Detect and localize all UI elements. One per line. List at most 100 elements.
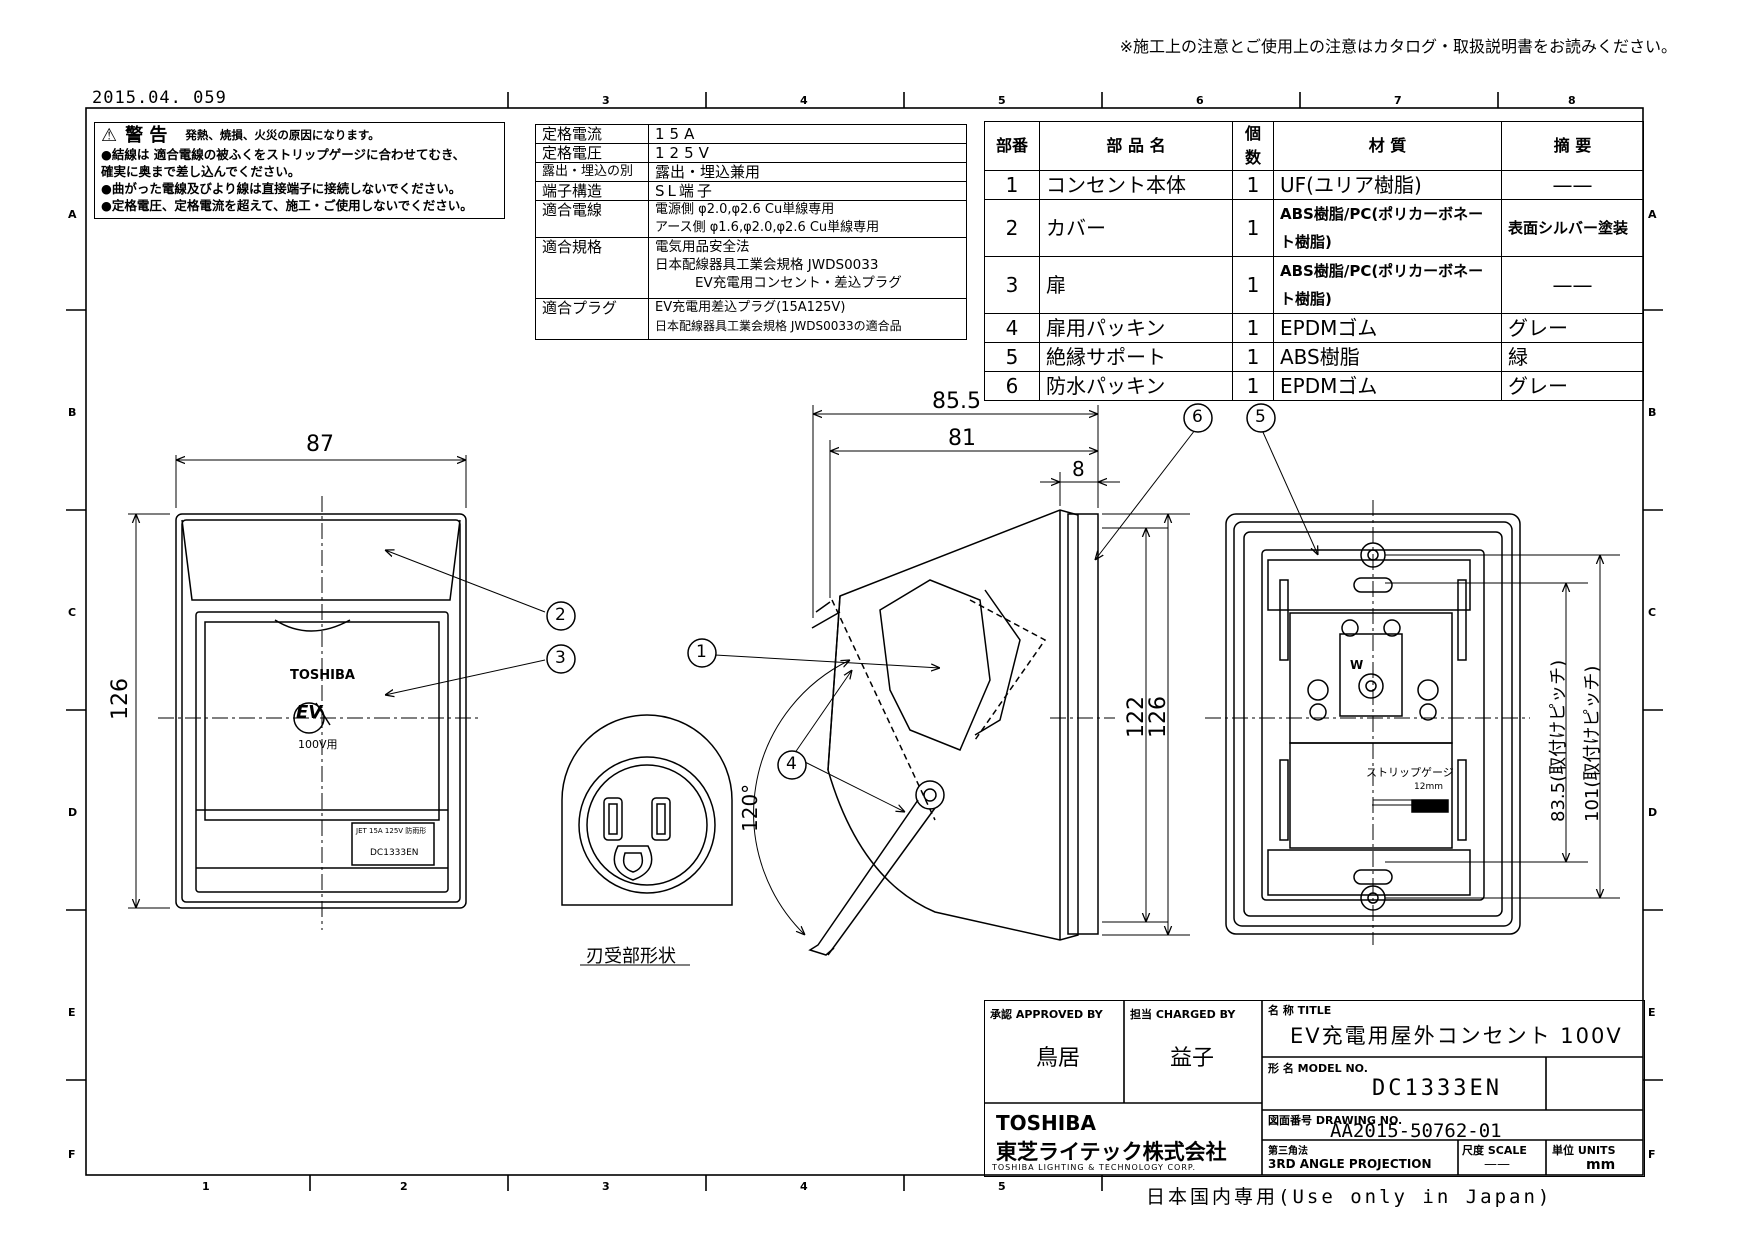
company-jp: 東芝ライテック株式会社 xyxy=(996,1140,1227,1164)
model-value: DC1333EN xyxy=(1372,1076,1502,1101)
spec-value: EV充電用差込プラグ(15A125V) xyxy=(655,300,846,315)
grid-col-4-bot: 4 xyxy=(800,1180,808,1193)
projection-value: 3RD ANGLE PROJECTION xyxy=(1268,1157,1432,1171)
spec-value: 日本配線器具工業会規格 JWDS0033の適合品 xyxy=(655,319,902,333)
grid-row-a-left: A xyxy=(68,208,77,221)
parts-header: 個数 xyxy=(1232,121,1274,171)
grid-row-b-left: B xyxy=(68,406,77,419)
grid-col-3-bot: 3 xyxy=(602,1180,610,1193)
warning-line: 確実に奥まで差し込んでください。 xyxy=(101,164,301,179)
spec-value: 露出・埋込兼用 xyxy=(648,162,967,182)
company-brand: TOSHIBA xyxy=(996,1111,1096,1135)
spec-label: 端子構造 xyxy=(535,181,649,201)
callout-number: 3 xyxy=(555,648,566,668)
grid-row-e-left: E xyxy=(68,1006,76,1019)
terminal-w-label: W xyxy=(1350,658,1364,672)
grid-col-3-top: 3 xyxy=(602,94,610,107)
title-value: EV充電用屋外コンセント 100V xyxy=(1290,1024,1623,1048)
grid-col-8-top: 8 xyxy=(1568,94,1576,107)
units-value: mm xyxy=(1586,1157,1616,1173)
warning-line: ●曲がった電線及びより線は直接端子に接続しないでください。 xyxy=(101,181,462,196)
front-view xyxy=(128,455,546,930)
callout-number: 6 xyxy=(1192,407,1203,427)
callout-number: 1 xyxy=(696,642,707,662)
dim-body-depth: 81 xyxy=(948,426,976,451)
scale-label: 尺度 SCALE xyxy=(1462,1144,1527,1157)
warning-box: ⚠ 警 告 発熱、焼損、火災の原因になります。 ●結線は 適合電線の被ふくをスト… xyxy=(94,122,505,219)
spec-label: 適合プラグ xyxy=(535,298,649,340)
grid-col-1-bot: 1 xyxy=(202,1180,210,1193)
warning-subtitle: 発熱、焼損、火災の原因になります。 xyxy=(185,128,380,142)
warning-line: ●結線は 適合電線の被ふくをストリップゲージに合わせてむき、 xyxy=(101,147,466,162)
receptacle-caption: 刃受部形状 xyxy=(586,946,676,967)
ev-logo-icon: EV xyxy=(296,702,323,723)
callout-1 xyxy=(687,638,717,668)
receptacle-view xyxy=(561,714,733,966)
spec-value: EV充電用コンセント・差込プラグ xyxy=(695,275,902,291)
callout-number: 2 xyxy=(555,605,566,625)
spec-value: 電気用品安全法 xyxy=(655,239,750,255)
front-brand: TOSHIBA xyxy=(290,668,355,683)
grid-row-b-right: B xyxy=(1648,406,1657,419)
spec-value: 日本配線器具工業会規格 JWDS0033 xyxy=(655,257,879,273)
front-model-label: DC1333EN xyxy=(370,848,419,858)
grid-row-e-right: E xyxy=(1648,1006,1656,1019)
drawing-no-label: 図面番号 DRAWING NO. xyxy=(1268,1114,1403,1127)
grid-col-5-bot: 5 xyxy=(998,1180,1006,1193)
company-en: TOSHIBA LIGHTING & TECHNOLOGY CORP. xyxy=(992,1163,1197,1172)
title-block xyxy=(984,1000,1645,1177)
scale-value: —— xyxy=(1484,1157,1510,1172)
grid-row-d-right: D xyxy=(1648,806,1658,819)
dim-total-depth: 85.5 xyxy=(932,389,981,414)
units-label: 単位 UNITS xyxy=(1552,1144,1616,1157)
grid-row-a-right: A xyxy=(1648,208,1657,221)
footer-note: 日本国内専用(Use only in Japan) xyxy=(1146,1186,1553,1208)
grid-col-2-bot: 2 xyxy=(400,1180,408,1193)
dim-width: 87 xyxy=(306,432,334,457)
callout-5 xyxy=(1246,403,1276,433)
callout-number: 5 xyxy=(1255,407,1266,427)
approved-label: 承認 APPROVED BY xyxy=(990,1008,1103,1021)
header-notice: ※施工上の注意とご使用上の注意はカタログ・取扱説明書をお読みください。 xyxy=(1119,37,1677,56)
grid-col-5-top: 5 xyxy=(998,94,1006,107)
grid-col-4-top: 4 xyxy=(800,94,808,107)
callout-3 xyxy=(546,644,576,674)
charged-name: 益子 xyxy=(1170,1046,1215,1071)
grid-row-d-left: D xyxy=(68,806,78,819)
dim-gap: 8 xyxy=(1072,457,1085,481)
grid-row-f-left: F xyxy=(68,1148,76,1161)
parts-header: 部 品 名 xyxy=(1039,121,1233,171)
projection-label: 第三角法 xyxy=(1268,1146,1308,1157)
spec-label: 露出・埋込の別 xyxy=(535,162,649,182)
parts-header: 部番 xyxy=(984,121,1040,171)
spec-label: 定格電圧 xyxy=(535,143,649,163)
callout-4 xyxy=(777,750,807,780)
callout-6 xyxy=(1183,403,1213,433)
warning-title: 警 告 xyxy=(125,125,168,146)
strip-gauge-label: ストリップゲージ xyxy=(1366,766,1454,779)
spec-value: アース側 φ1.6,φ2.0,φ2.6 Cu単線専用 xyxy=(655,220,880,235)
grid-row-f-right: F xyxy=(1648,1148,1656,1161)
callout-2 xyxy=(546,601,576,631)
title-label: 名 称 TITLE xyxy=(1268,1004,1332,1017)
drawing-no-value: AA2015-50762-01 xyxy=(1330,1120,1502,1142)
front-jet-label: JET 15A 125V 防雨形 xyxy=(356,827,427,835)
grid-row-c-right: C xyxy=(1648,606,1657,619)
grid-col-6-top: 6 xyxy=(1196,94,1204,107)
parts-header: 材 質 xyxy=(1273,121,1502,171)
side-view xyxy=(714,405,1196,956)
front-ev-label: 100V用 xyxy=(298,738,338,751)
model-label: 形 名 MODEL NO. xyxy=(1268,1062,1368,1075)
spec-value: 電源側 φ2.0,φ2.6 Cu単線専用 xyxy=(655,202,835,217)
charged-label: 担当 CHARGED BY xyxy=(1130,1008,1236,1021)
